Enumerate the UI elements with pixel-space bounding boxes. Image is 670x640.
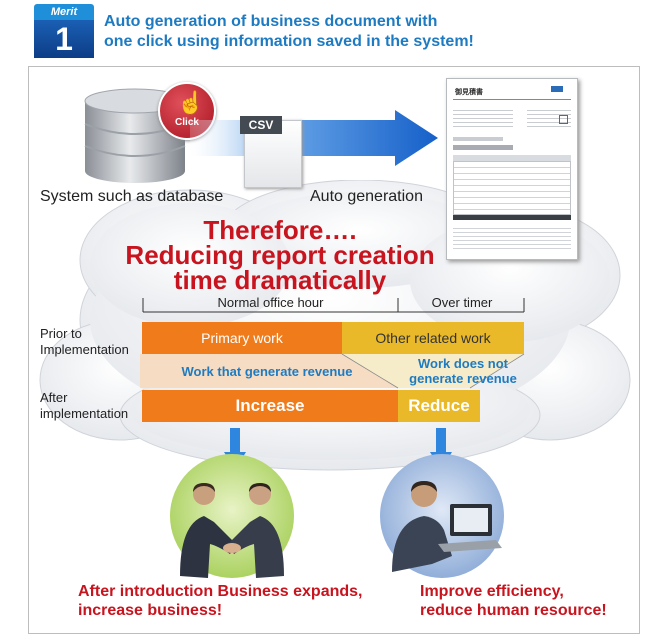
right-conclusion: Improve efficiency, reduce human resourc… [420,582,632,620]
right-conclusion-line1: Improve efficiency, [420,583,564,600]
merit-badge: Merit 1 [34,4,94,58]
left-conclusion-line2: increase business! [78,602,223,619]
not-revenue-line1: Work does not [417,356,509,371]
prior-label-line1: Prior to [40,326,82,341]
document-logo [551,86,563,92]
merit-badge-label: Merit [34,4,94,20]
normal-hour-label: Normal office hour [217,295,324,310]
prior-label: Prior to Implementation [40,326,129,358]
laptop-user-photo [380,454,504,578]
connector-shading [140,354,525,389]
header-title-line1: Auto generation of business document wit… [104,13,438,30]
header-title: Auto generation of business document wit… [104,12,644,52]
left-conclusion: After introduction Business expands, inc… [78,582,408,620]
increase-bar: Increase [142,390,398,422]
csv-label: CSV [240,116,282,134]
headline-line2: Reducing report creation [125,240,435,270]
reduce-bar: Reduce [398,390,480,422]
generated-document: 御見積書 [446,78,578,260]
timeline-bracket [142,298,525,313]
headline: Therefore…. Reducing report creation tim… [100,215,460,295]
revenue-label: Work that generate revenue [181,364,353,379]
database-label: System such as database [40,188,224,205]
not-revenue-line2: generate revenue [409,371,517,386]
click-label: Click [175,117,199,128]
after-label-line2: implementation [40,406,129,421]
not-revenue-label: Work does not generate revenue [400,356,526,386]
after-label-line1: After [40,390,68,405]
header-title-line2: one click using information saved in the… [104,33,474,50]
after-label: After implementation [40,390,128,422]
left-conclusion-line1: After introduction Business expands, [78,583,363,600]
headline-line1: Therefore…. [203,215,357,245]
primary-work-bar: Primary work [142,322,342,354]
handshake-photo [170,454,294,578]
other-work-bar: Other related work [342,322,524,354]
auto-generation-label: Auto generation [310,188,423,205]
right-conclusion-line2: reduce human resource! [420,602,607,619]
document-title: 御見積書 [455,89,483,96]
right-arrow-icon [190,110,438,166]
prior-label-line2: Implementation [40,342,129,357]
over-timer-label: Over timer [431,295,493,310]
merit-badge-number: 1 [34,20,94,58]
headline-line3: time dramatically [173,265,387,295]
content-frame [28,66,640,634]
